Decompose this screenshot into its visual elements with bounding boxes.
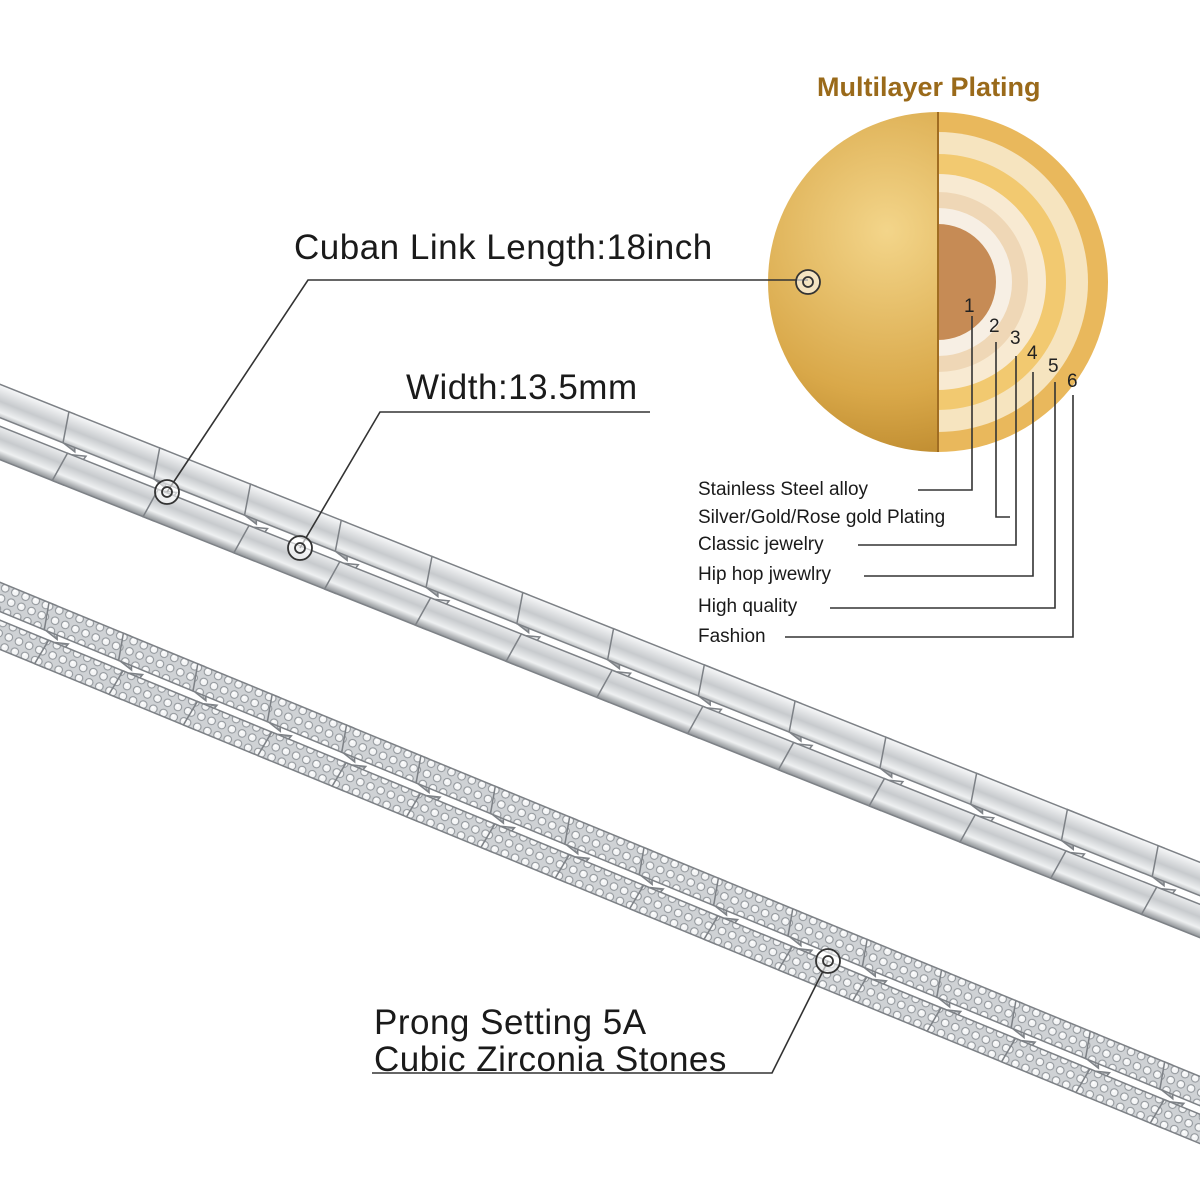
- layer-label-3: Classic jewelry: [698, 534, 824, 555]
- callout-leaders: [166, 279, 1074, 1074]
- chain-link: [323, 519, 451, 631]
- layer-number-4: 4: [1027, 343, 1038, 364]
- layer-number-3: 3: [1010, 328, 1021, 349]
- chain-link: [777, 700, 905, 812]
- layer-number-6: 6: [1067, 371, 1078, 392]
- layer-label-6: Fashion: [698, 626, 766, 647]
- chain-link: [414, 555, 542, 667]
- chain-link: [141, 446, 269, 559]
- stones-callout-line2: Cubic Zirconia Stones: [374, 1040, 727, 1079]
- target-markers: [154, 269, 841, 974]
- chain-link: [686, 663, 814, 776]
- layer-label-5: High quality: [698, 596, 798, 617]
- plating-title: Multilayer Plating: [817, 72, 1041, 102]
- layer-number-1: 1: [964, 296, 975, 317]
- chain-link: [868, 736, 996, 848]
- stones-callout-line1: Prong Setting 5A: [374, 1003, 647, 1042]
- width-callout: Width:13.5mm: [406, 368, 638, 407]
- iced-chain-link: [1149, 1060, 1200, 1160]
- plating-cross-section: [768, 112, 1108, 452]
- chain-link: [1049, 808, 1177, 920]
- chain-link: [505, 591, 632, 703]
- layer-number-2: 2: [989, 316, 1000, 337]
- chain-link: [0, 374, 88, 486]
- layer-label-4: Hip hop jwewlry: [698, 564, 832, 585]
- cuban-link-chain: [0, 374, 1200, 956]
- length-callout: Cuban Link Length:18inch: [294, 228, 713, 267]
- layer-label-2: Silver/Gold/Rose gold Plating: [698, 507, 946, 528]
- layer-number-5: 5: [1048, 356, 1059, 377]
- chain-link: [958, 772, 1086, 884]
- chain-link: [595, 627, 723, 740]
- chain-link: [1140, 844, 1200, 956]
- layer-label-1: Stainless Steel alloy: [698, 479, 869, 500]
- iced-prong-chain: [0, 570, 1200, 1160]
